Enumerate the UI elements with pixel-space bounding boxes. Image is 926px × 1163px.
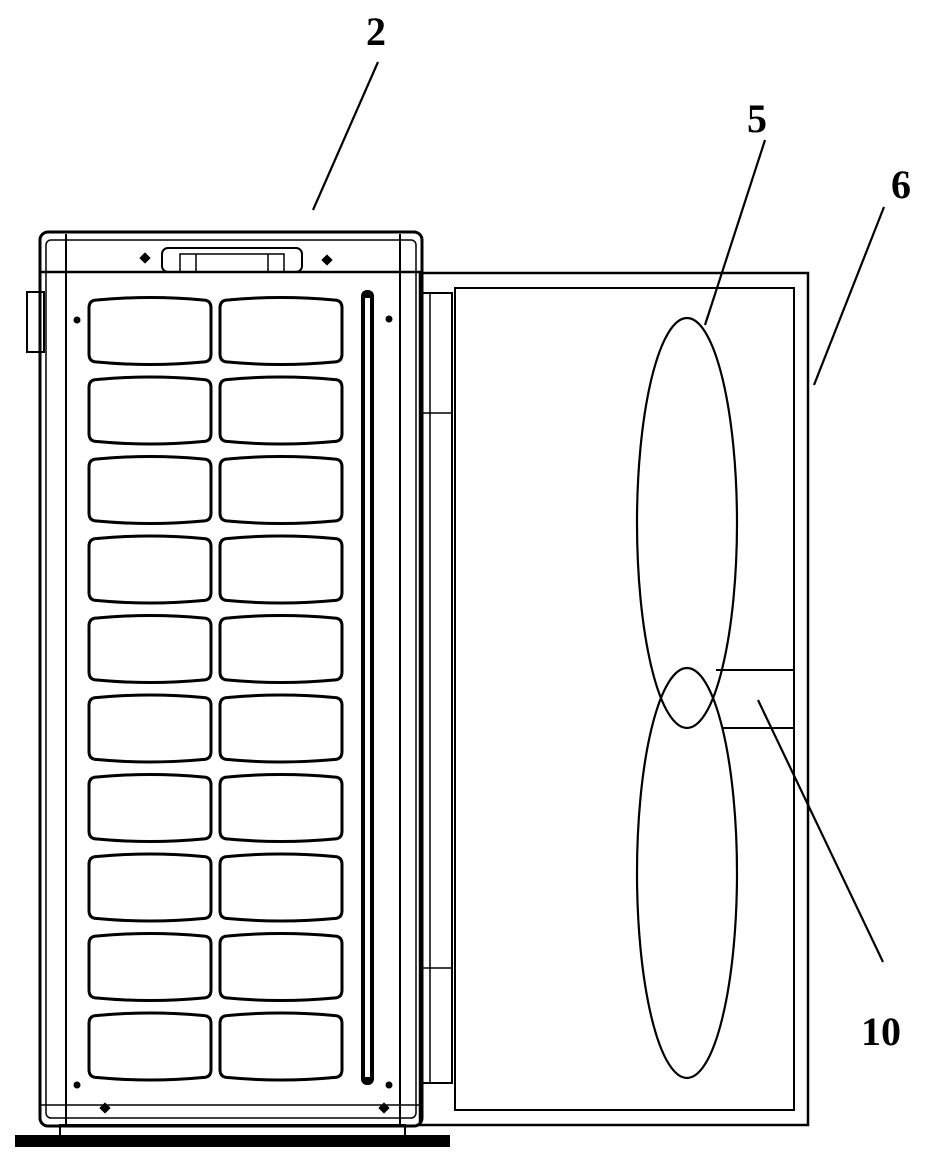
fan-blade-lower — [635, 666, 739, 1080]
grille-opening — [87, 1011, 213, 1082]
outdoor-unit — [15, 230, 450, 1147]
grille-opening — [218, 852, 344, 923]
grille-opening — [87, 614, 213, 684]
label-bracket: 10 — [861, 1009, 901, 1054]
label-unit: 2 — [366, 9, 386, 54]
grille-opening — [87, 455, 213, 525]
unit-body — [38, 230, 424, 1128]
grille-opening — [218, 296, 344, 366]
grille-opening — [218, 773, 344, 843]
grille-opening — [87, 852, 213, 923]
motor-bracket — [716, 669, 794, 729]
grille-opening — [218, 455, 344, 525]
grille-opening — [87, 375, 213, 446]
leader-casing — [812, 206, 886, 386]
grille-opening — [218, 614, 344, 684]
grille-opening — [218, 1011, 344, 1082]
grille-opening — [87, 932, 213, 1002]
leader-lines — [311, 61, 886, 963]
casing-inner-frame — [454, 287, 795, 1111]
label-casing: 6 — [891, 162, 911, 207]
top-handle — [161, 247, 303, 273]
fan-casing — [418, 271, 810, 1127]
fan-blade-upper — [635, 316, 739, 730]
leader-bracket — [757, 699, 884, 963]
screws — [73, 252, 393, 1114]
air-grille — [87, 296, 344, 1082]
grille-opening — [218, 693, 344, 764]
grille-opening — [87, 773, 213, 843]
grille-opening — [218, 534, 344, 605]
grille-opening — [87, 296, 213, 366]
grille-opening — [218, 932, 344, 1002]
side-handle — [26, 291, 45, 353]
casing-side-flange — [419, 292, 453, 1084]
label-fan: 5 — [747, 96, 767, 141]
grille-opening — [87, 693, 213, 764]
grille-opening — [218, 375, 344, 446]
casing-outer-frame — [418, 271, 810, 1127]
grille-opening — [87, 534, 213, 605]
leader-unit — [311, 61, 380, 211]
leader-fan — [703, 139, 767, 326]
fan-blades — [635, 316, 739, 1080]
